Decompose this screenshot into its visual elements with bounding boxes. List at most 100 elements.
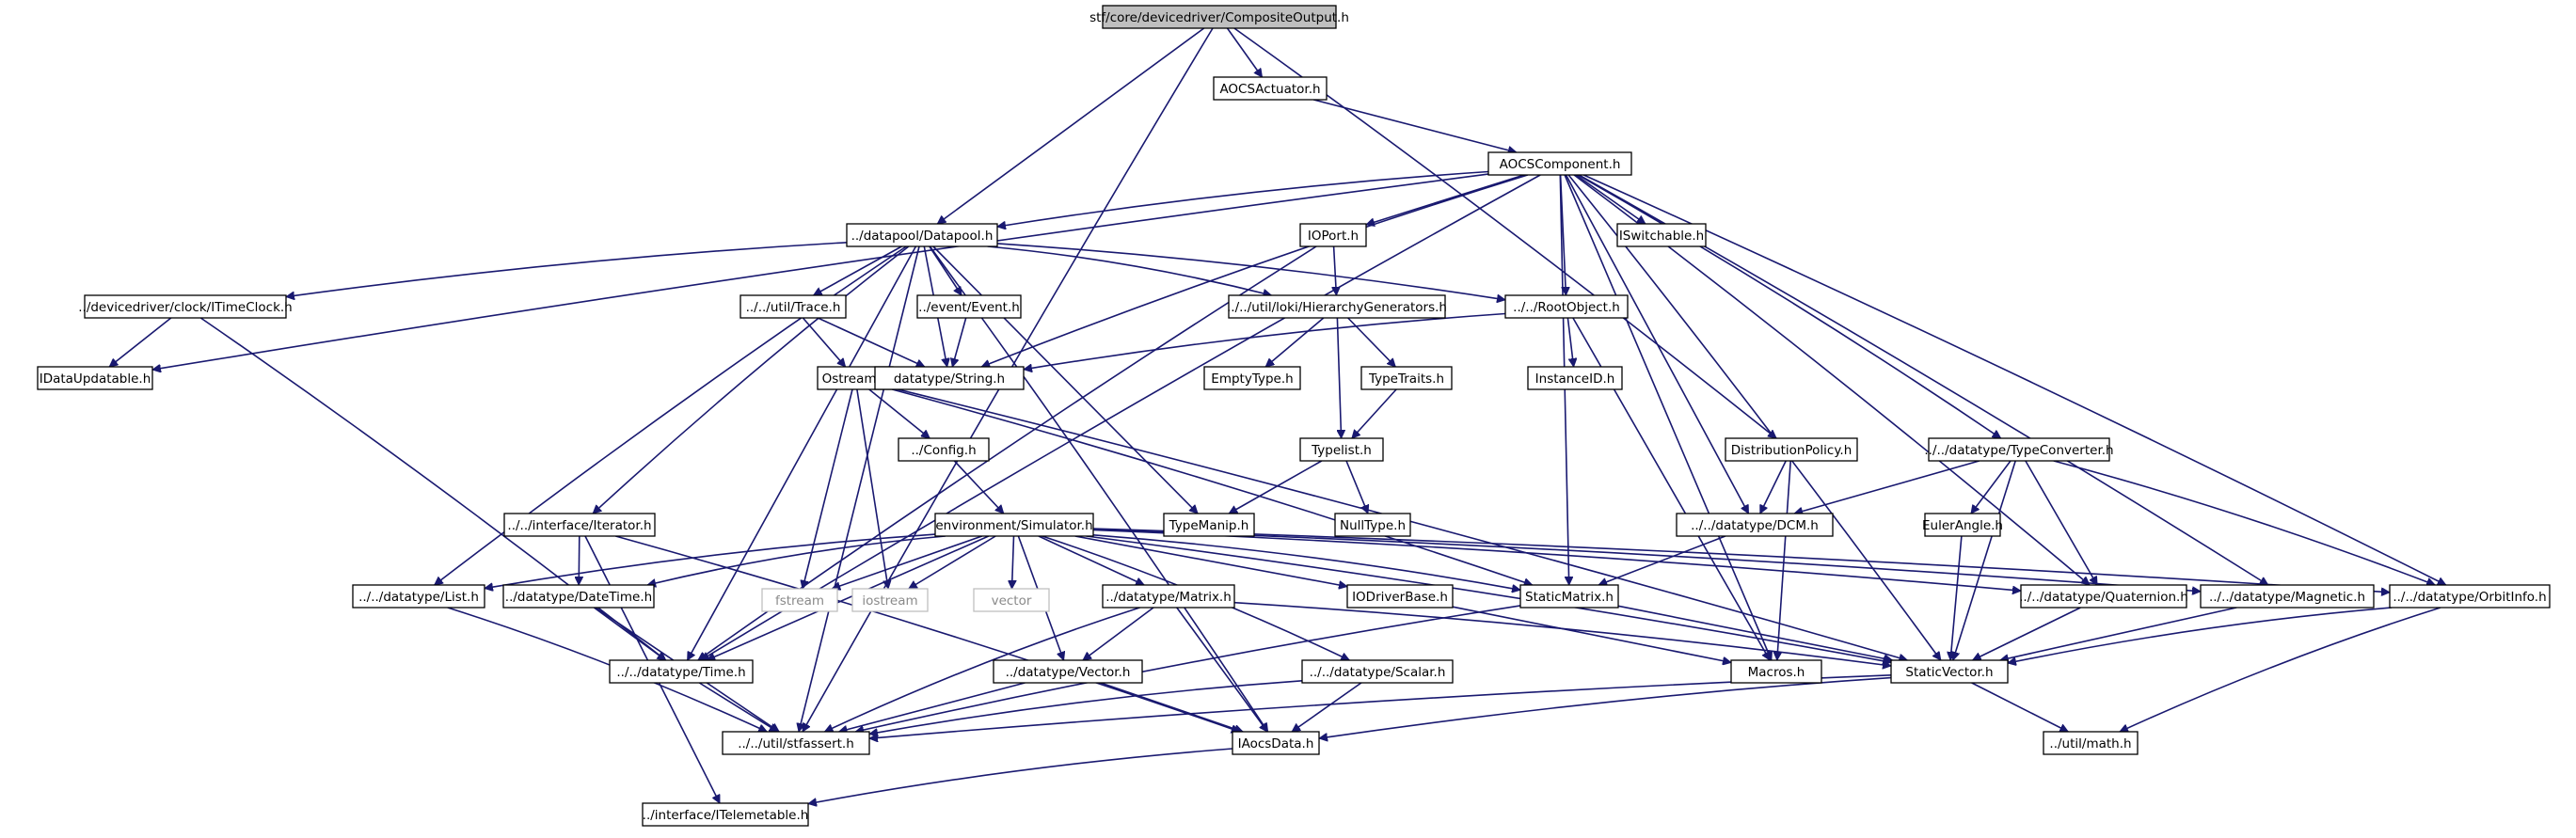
node-box-root[interactable]: [1102, 5, 1337, 29]
node-box-staticmatrix[interactable]: [1519, 584, 1619, 609]
node-box-distpolicy[interactable]: [1725, 437, 1858, 462]
node-box-dtstring[interactable]: [874, 366, 1025, 390]
node-typelist[interactable]: Typelist.h: [1299, 437, 1384, 462]
node-box-fstream[interactable]: [761, 588, 838, 612]
node-staticvector[interactable]: StaticVector.h: [1890, 659, 2009, 684]
node-box-utilmath[interactable]: [2043, 731, 2139, 755]
node-iaocsdata[interactable]: IAocsData.h: [1232, 731, 1320, 755]
node-datapool[interactable]: ../datapool/Datapool.h: [846, 223, 998, 247]
node-box-ioport[interactable]: [1299, 223, 1367, 247]
node-iswitch[interactable]: ISwitchable.h: [1616, 223, 1707, 247]
node-scalar[interactable]: ../../datatype/Scalar.h: [1301, 659, 1454, 684]
node-orbitinfo[interactable]: ../../datatype/OrbitInfo.h: [2389, 584, 2551, 609]
node-box-typetraits[interactable]: [1360, 366, 1453, 390]
node-rootobj[interactable]: ../../RootObject.h: [1504, 294, 1629, 319]
node-utilmath[interactable]: ../util/math.h: [2043, 731, 2139, 755]
edge-config-to-envsim: [953, 460, 1004, 514]
node-typetraits[interactable]: TypeTraits.h: [1360, 366, 1453, 390]
node-box-datapool[interactable]: [846, 223, 998, 247]
node-box-list[interactable]: [352, 584, 485, 609]
node-dcm[interactable]: ../../datatype/DCM.h: [1676, 513, 1834, 537]
node-box-macros[interactable]: [1730, 659, 1822, 684]
node-event[interactable]: ../event/Event.h: [916, 294, 1022, 319]
node-box-iaocsdata[interactable]: [1232, 731, 1320, 755]
node-box-hiergen[interactable]: [1228, 294, 1446, 319]
node-box-aocsact[interactable]: [1213, 76, 1328, 101]
node-vector[interactable]: vector: [973, 588, 1050, 612]
node-box-trace[interactable]: [739, 294, 847, 319]
node-box-typeconv[interactable]: [1928, 437, 2110, 462]
node-envsim[interactable]: environment/Simulator.h: [934, 513, 1094, 537]
node-box-staticvector[interactable]: [1890, 659, 2009, 684]
node-eulerangle[interactable]: EulerAngle.h: [1922, 513, 2003, 537]
node-aocscomp[interactable]: AOCSComponent.h: [1487, 151, 1632, 176]
node-box-orbitinfo[interactable]: [2389, 584, 2551, 609]
node-label-list: ../../datatype/List.h: [358, 590, 479, 605]
node-box-typelist[interactable]: [1299, 437, 1384, 462]
node-box-aocscomp[interactable]: [1487, 151, 1632, 176]
edge-rootobj-to-dtstring: [1024, 312, 1506, 370]
node-box-magnetic[interactable]: [2200, 584, 2375, 609]
node-dtvector[interactable]: ../datatype/Vector.h: [993, 659, 1143, 684]
node-typeconv[interactable]: ../../datatype/TypeConverter.h: [1924, 437, 2114, 462]
node-dtstring[interactable]: datatype/String.h: [874, 366, 1025, 390]
node-nulltype[interactable]: NullType.h: [1334, 513, 1411, 537]
edge-hiergen-to-typelist: [1336, 317, 1341, 438]
node-box-iostream[interactable]: [851, 588, 929, 612]
node-itimeclock[interactable]: ../devicedriver/clock/ITimeClock.h: [78, 294, 293, 319]
node-label-iaocsdata: IAocsData.h: [1238, 736, 1314, 751]
node-box-scalar[interactable]: [1301, 659, 1454, 684]
edge-root-to-datapool: [937, 27, 1205, 225]
node-datetime[interactable]: ../datatype/DateTime.h: [502, 584, 655, 609]
node-root[interactable]: stf/core/devicedriver/CompositeOutput.h: [1089, 5, 1349, 29]
node-iodriver[interactable]: IODriverBase.h: [1346, 584, 1454, 609]
node-instanceid[interactable]: InstanceID.h: [1527, 366, 1623, 390]
node-iterator[interactable]: ../../interface/Iterator.h: [503, 513, 656, 537]
node-box-datetime[interactable]: [502, 584, 655, 609]
node-list[interactable]: ../../datatype/List.h: [352, 584, 485, 609]
node-staticmatrix[interactable]: StaticMatrix.h: [1519, 584, 1619, 609]
node-stfassert[interactable]: ../../util/stfassert.h: [722, 731, 870, 755]
edge-datapool-to-typemanip: [932, 245, 1198, 514]
node-box-iodriver[interactable]: [1346, 584, 1454, 609]
node-matrix[interactable]: ../datatype/Matrix.h: [1102, 584, 1235, 609]
node-macros[interactable]: Macros.h: [1730, 659, 1822, 684]
node-box-dtvector[interactable]: [993, 659, 1143, 684]
node-box-eulerangle[interactable]: [1924, 513, 2001, 537]
node-box-typemanip[interactable]: [1163, 513, 1255, 537]
node-trace[interactable]: ../../util/Trace.h: [739, 294, 847, 319]
node-magnetic[interactable]: ../../datatype/Magnetic.h: [2200, 584, 2375, 609]
node-itelemetable[interactable]: ../interface/ITelemetable.h: [642, 802, 809, 827]
node-box-itelemetable[interactable]: [642, 802, 809, 827]
edge-dtvector-to-stfassert: [839, 682, 1026, 732]
node-typemanip[interactable]: TypeManip.h: [1163, 513, 1255, 537]
node-box-envsim[interactable]: [934, 513, 1094, 537]
node-box-config[interactable]: [898, 437, 990, 462]
node-emptytype[interactable]: EmptyType.h: [1203, 366, 1301, 390]
node-box-event[interactable]: [916, 294, 1022, 319]
node-box-iswitch[interactable]: [1616, 223, 1707, 247]
node-box-matrix[interactable]: [1102, 584, 1235, 609]
node-dttime[interactable]: ../../datatype/Time.h: [609, 659, 754, 684]
node-box-dcm[interactable]: [1676, 513, 1834, 537]
node-box-iterator[interactable]: [503, 513, 656, 537]
node-ioport[interactable]: IOPort.h: [1299, 223, 1367, 247]
node-box-stfassert[interactable]: [722, 731, 870, 755]
node-box-rootobj[interactable]: [1504, 294, 1629, 319]
node-distpolicy[interactable]: DistributionPolicy.h: [1725, 437, 1858, 462]
node-box-quaternion[interactable]: [2020, 584, 2187, 609]
node-hiergen[interactable]: ../../util/loki/HierarchyGenerators.h: [1227, 294, 1447, 319]
node-box-instanceid[interactable]: [1527, 366, 1623, 390]
node-iostream[interactable]: iostream: [851, 588, 929, 612]
node-box-idataupd[interactable]: [37, 366, 153, 390]
node-config[interactable]: ../Config.h: [898, 437, 990, 462]
node-box-dttime[interactable]: [609, 659, 754, 684]
node-box-vector[interactable]: [973, 588, 1050, 612]
node-box-itimeclock[interactable]: [84, 294, 287, 319]
node-box-emptytype[interactable]: [1203, 366, 1301, 390]
node-fstream[interactable]: fstream: [761, 588, 838, 612]
node-aocsact[interactable]: AOCSActuator.h: [1213, 76, 1328, 101]
node-box-nulltype[interactable]: [1334, 513, 1411, 537]
node-idataupd[interactable]: IDataUpdatable.h: [37, 366, 153, 390]
node-quaternion[interactable]: ../../datatype/Quaternion.h: [2019, 584, 2188, 609]
